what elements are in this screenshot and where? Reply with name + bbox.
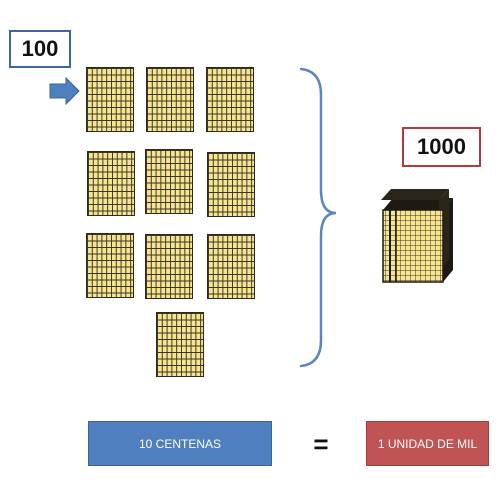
thousand-label: 1000 (402, 127, 481, 167)
hundred-label: 100 (9, 30, 71, 68)
hundred-plate (156, 312, 204, 377)
hundred-plate (87, 151, 135, 216)
hundred-plate (145, 234, 193, 299)
equals-sign: = (313, 428, 329, 459)
hundred-plate (86, 233, 134, 298)
hundred-plate (207, 234, 255, 299)
pointer-arrow-icon (49, 76, 80, 106)
ten-hundreds-label: 10 CENTENAS (88, 421, 272, 466)
hundred-plate (86, 67, 134, 132)
thousand-cube-icon (381, 189, 453, 283)
hundred-plate (206, 67, 254, 132)
curly-brace-icon (299, 67, 337, 368)
hundred-plate (207, 152, 255, 217)
hundred-plate (145, 149, 193, 214)
hundred-plate (146, 67, 194, 132)
one-thousand-unit-label: 1 UNIDAD DE MIL (366, 421, 489, 466)
